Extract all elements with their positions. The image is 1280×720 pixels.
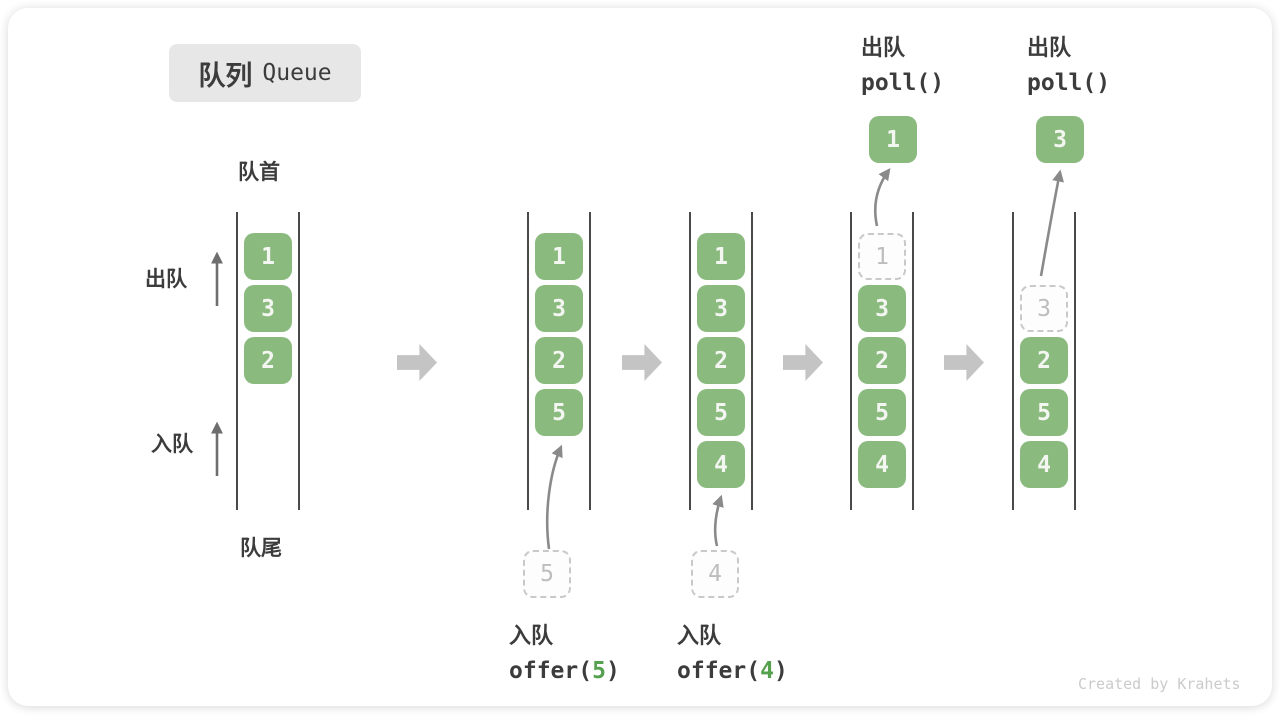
queue-item: 3	[535, 285, 583, 332]
queue-item: 4	[1020, 441, 1068, 488]
queue-item: 1	[697, 233, 745, 280]
code-arg: 5	[592, 658, 606, 684]
queue-item: 5	[1020, 389, 1068, 436]
queue-wall-left	[527, 212, 529, 510]
enqueue4-code: offer(4)	[677, 658, 788, 684]
queue-item: 1	[535, 233, 583, 280]
queue-item: 2	[244, 337, 292, 384]
queue-wall-left	[1012, 212, 1014, 510]
poll2-code: poll()	[1027, 70, 1111, 96]
incoming-box-5: 5	[523, 550, 571, 598]
queue-item: 2	[1020, 337, 1068, 384]
queue-wall-right	[912, 212, 914, 510]
queue-item: 3	[858, 285, 906, 332]
queue-wall-right	[589, 212, 591, 510]
enqueue5-zh: 入队	[509, 623, 554, 648]
poll1-operation-label: 出队 poll()	[861, 30, 944, 96]
queue-wall-left	[850, 212, 852, 510]
queue-item: 2	[858, 337, 906, 384]
title-badge: 队列 Queue	[169, 44, 361, 102]
queue-state-5: 3 2 5 4	[1012, 212, 1076, 510]
queue-state-4: 1 3 2 5 4	[850, 212, 914, 510]
code-suffix: )	[605, 658, 620, 684]
enqueue4-operation-label: 入队 offer(4)	[677, 618, 788, 684]
enqueue-direction-label: 入队	[151, 433, 193, 456]
queue-wall-right	[751, 212, 753, 510]
enqueue5-code: offer(5)	[509, 658, 620, 684]
queue-item: 2	[697, 337, 745, 384]
code-suffix: )	[773, 658, 788, 684]
queue-wall-right	[1074, 212, 1076, 510]
queue-wall-left	[236, 212, 238, 510]
polled-box-3: 3	[1036, 116, 1084, 163]
queue-state-1: 1 3 2	[236, 212, 300, 510]
watermark: Created by Krahets	[1078, 675, 1241, 693]
dequeue-direction-label: 出队	[145, 268, 187, 291]
queue-item-ghost: 3	[1020, 285, 1068, 332]
queue-wall-left	[689, 212, 691, 510]
queue-wall-right	[298, 212, 300, 510]
queue-item: 4	[697, 441, 745, 488]
polled-box-1: 1	[869, 116, 917, 163]
queue-item-ghost: 1	[858, 233, 906, 280]
queue-item: 5	[697, 389, 745, 436]
poll1-zh: 出队	[861, 35, 906, 60]
queue-item: 2	[535, 337, 583, 384]
poll1-code: poll()	[861, 70, 945, 96]
queue-item: 1	[244, 233, 292, 280]
poll2-zh: 出队	[1027, 35, 1072, 60]
title-zh: 队列	[198, 60, 253, 91]
queue-item: 3	[697, 285, 745, 332]
poll2-operation-label: 出队 poll()	[1027, 30, 1110, 96]
front-label: 队首	[238, 161, 280, 184]
enqueue5-operation-label: 入队 offer(5)	[509, 618, 620, 684]
incoming-box-4: 4	[691, 550, 739, 598]
queue-item: 5	[858, 389, 906, 436]
code-arg: 4	[760, 658, 774, 684]
rear-label: 队尾	[240, 537, 282, 560]
code-prefix: offer(	[509, 658, 593, 684]
queue-state-2: 1 3 2 5	[527, 212, 591, 510]
queue-item: 5	[535, 389, 583, 436]
queue-item: 4	[858, 441, 906, 488]
queue-item: 3	[244, 285, 292, 332]
queue-state-3: 1 3 2 5 4	[689, 212, 753, 510]
enqueue4-zh: 入队	[677, 623, 722, 648]
title-en: Queue	[262, 60, 332, 86]
code-prefix: offer(	[677, 658, 761, 684]
